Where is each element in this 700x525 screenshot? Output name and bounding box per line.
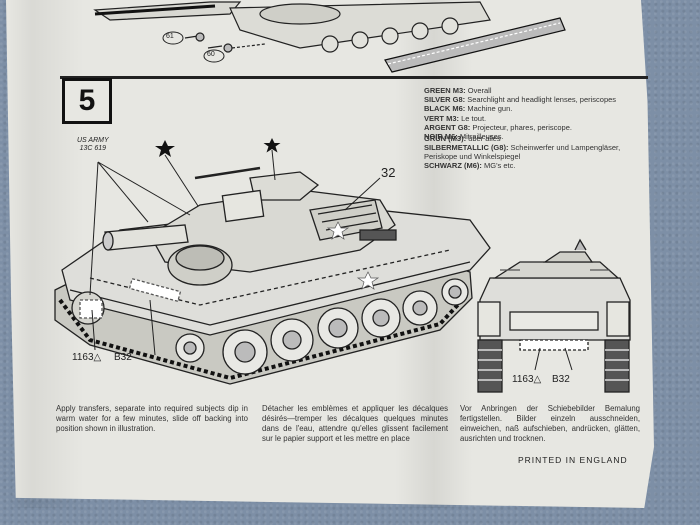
- part-60-label: 60: [207, 51, 215, 58]
- paint-label: ARGENT G8:: [424, 123, 471, 132]
- decal-code-right-b: B32: [552, 374, 570, 385]
- paint-text: Le tout.: [459, 114, 487, 123]
- decal-code-left-a: 1163△: [72, 352, 102, 363]
- part-callouts-top: [162, 31, 225, 63]
- us-army-marking-label: US ARMY 13C 619: [77, 137, 109, 153]
- paint-text: Mitrailleuses.: [457, 132, 504, 141]
- paint-label: SILBERMETALLIC (G8):: [424, 143, 509, 152]
- tank-side-view: [54, 166, 491, 385]
- paint-list-french: VERT M3: Le tout. ARGENT G8: Projecteur,…: [424, 114, 649, 141]
- us-army-text: US ARMY: [77, 137, 109, 144]
- instructions-english: Apply transfers, separate into required …: [56, 404, 248, 433]
- decal-code-left-b: B32: [114, 352, 132, 363]
- paint-text: Overall: [465, 86, 492, 95]
- paint-list-german: GRÜN (M3): über alles SILBERMETALLIC (G8…: [424, 134, 649, 170]
- decal-code-right-a: 1163△: [512, 374, 542, 385]
- paint-label: GRÜN (M3):: [424, 134, 467, 143]
- tank-rear-view: [477, 238, 631, 393]
- paint-label: BLACK M6:: [424, 104, 466, 113]
- star-markers: [155, 138, 281, 157]
- paint-label: SILVER G8:: [424, 95, 466, 104]
- paint-list-english: GREEN M3: Overall SILVER G8: Searchlight…: [424, 86, 649, 113]
- paint-text: Projecteur, phares, periscope.: [470, 123, 572, 132]
- us-army-serial: 13C 619: [79, 145, 107, 152]
- part-60-circle: [203, 49, 225, 63]
- paint-label: GREEN M3:: [424, 86, 466, 95]
- part-61-label: 61: [166, 33, 174, 40]
- part-61-circle: [162, 31, 184, 45]
- rear-leader-lines: [534, 347, 573, 371]
- instructions-french: Détacher les emblèmes et appliquer les d…: [262, 404, 448, 443]
- paint-label: SCHWARZ (M6):: [424, 161, 482, 170]
- instructions-german: Vor Anbringen der Schiebebilder Bemalung…: [460, 404, 640, 443]
- paint-label: NOIR M6:: [424, 132, 458, 141]
- step-divider: [60, 76, 648, 79]
- paint-text: über alles: [466, 134, 501, 143]
- previous-step-drawing: [93, 1, 566, 73]
- step-number: 5: [62, 78, 112, 124]
- paint-label: VERT M3:: [424, 114, 460, 123]
- paint-text: Scheinwerfer und Lampengläser, Periskope…: [424, 143, 621, 161]
- paint-text: MG's etc.: [481, 161, 516, 170]
- leader-lines: [89, 149, 381, 356]
- printed-in-footer: PRINTED IN ENGLAND: [518, 455, 628, 465]
- paint-text: Searchlight and headlight lenses, perisc…: [465, 95, 617, 104]
- paint-text: Machine gun.: [465, 104, 513, 113]
- part-32-label: 32: [381, 165, 396, 180]
